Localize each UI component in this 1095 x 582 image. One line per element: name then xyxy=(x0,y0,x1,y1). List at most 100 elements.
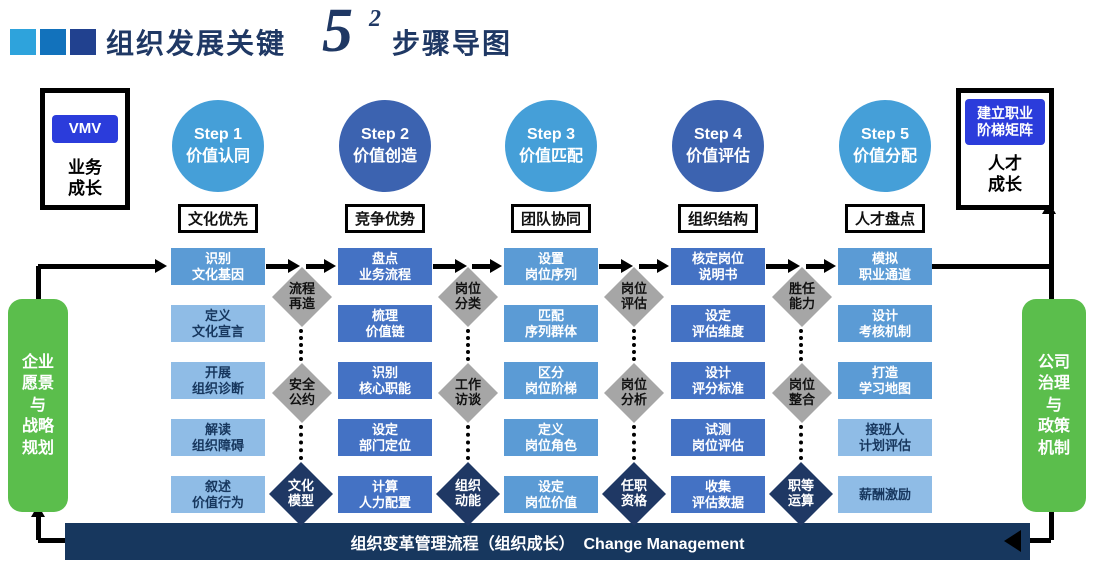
change-management-bar: 组织变革管理流程（组织成长） Change Management xyxy=(65,523,1030,560)
step4-task-1: 核定岗位 说明书 xyxy=(671,248,765,285)
gate-1-dotted-bottom xyxy=(299,425,303,460)
governance-policy-rail: 公司 治理 与 政策 机制 xyxy=(1022,299,1086,512)
gap2-arrow-head-b xyxy=(490,259,502,273)
gate-3-top-diamond: 岗位 评估 xyxy=(604,267,664,327)
step3-task-1: 设置 岗位序列 xyxy=(504,248,598,285)
gate-1-bottom-diamond: 文化 模型 xyxy=(269,462,333,526)
gap1-arrow-line-b xyxy=(306,264,324,269)
page-title-suffix: 步骤导图 xyxy=(392,28,513,59)
decor-square-2 xyxy=(40,29,66,55)
gate-4-dotted-top xyxy=(799,329,803,361)
step-5-theme-tag: 人才盘点 xyxy=(844,204,926,233)
step3-task-5: 设定 岗位价值 xyxy=(504,476,598,513)
step-2-value: 价值创造 xyxy=(352,148,417,165)
gate-2-top-diamond: 岗位 分类 xyxy=(438,267,498,327)
step-4-theme-tag: 组织结构 xyxy=(677,204,759,233)
bottom-right-down-line xyxy=(1049,512,1054,540)
bottom-left-line xyxy=(38,538,66,543)
gate-4-dotted-bottom xyxy=(799,425,803,460)
career-ladder-badge: 建立职业 阶梯矩阵 xyxy=(965,99,1045,145)
step5-task-3: 打造 学习地图 xyxy=(838,362,932,399)
gate-2-dotted-bottom xyxy=(466,425,470,460)
gate-4-middle-diamond: 岗位 整合 xyxy=(772,363,832,423)
gap4-arrow-head-a xyxy=(788,259,800,273)
gate-4-bottom-diamond: 职等 运算 xyxy=(769,462,833,526)
gap1-arrow-head-a xyxy=(288,259,300,273)
decor-square-3 xyxy=(70,29,96,55)
gap1-arrow-line-a xyxy=(266,264,288,269)
step-4-name: Step 4 xyxy=(693,125,742,143)
right-vertical-line xyxy=(1049,212,1054,300)
left-rail-up-line xyxy=(36,266,41,300)
step-3-name: Step 3 xyxy=(526,125,575,143)
step4-task-4: 试测 岗位评估 xyxy=(671,419,765,456)
step4-task-2: 设定 评估维度 xyxy=(671,305,765,342)
step-1-name: Step 1 xyxy=(193,125,242,143)
step1-task-1: 识别 文化基因 xyxy=(171,248,265,285)
title-exponent: 2 xyxy=(369,6,381,32)
step2-task-5: 计算 人力配置 xyxy=(338,476,432,513)
step-3-circle: Step 3 价值匹配 xyxy=(505,100,597,192)
gate-3-bottom-diamond: 任职 资格 xyxy=(602,462,666,526)
gate-4-top-diamond: 胜任 能力 xyxy=(772,267,832,327)
gap4-arrow-head-b xyxy=(824,259,836,273)
page-title-prefix: 组织发展关键 xyxy=(106,28,287,59)
step-5-circle: Step 5 价值分配 xyxy=(839,100,931,192)
step-2-name: Step 2 xyxy=(360,125,409,143)
step2-task-3: 识别 核心职能 xyxy=(338,362,432,399)
gate-2-middle-diamond: 工作 访谈 xyxy=(438,363,498,423)
bottom-right-line xyxy=(1021,538,1051,543)
step5-task-1: 模拟 职业通道 xyxy=(838,248,932,285)
gap2-arrow-head-a xyxy=(455,259,467,273)
gap3-arrow-head-b xyxy=(657,259,669,273)
talent-growth-label: 人才 成长 xyxy=(988,154,1022,195)
bottom-right-arrow-head xyxy=(1004,530,1021,552)
step5-task-4: 接班人 计划评估 xyxy=(838,419,932,456)
gate-3-dotted-bottom xyxy=(632,425,636,460)
step-2-theme-tag: 竞争优势 xyxy=(344,204,426,233)
gate-2-bottom-diamond: 组织 动能 xyxy=(436,462,500,526)
entry-arrow-line xyxy=(38,264,155,269)
decor-square-1 xyxy=(10,29,36,55)
step3-task-3: 区分 岗位阶梯 xyxy=(504,362,598,399)
step-1-theme-tag: 文化优先 xyxy=(177,204,259,233)
gate-1-dotted-top xyxy=(299,329,303,361)
step2-task-4: 设定 部门定位 xyxy=(338,419,432,456)
gap1-arrow-head-b xyxy=(324,259,336,273)
exit-arrow-line xyxy=(932,264,1051,269)
step-4-value: 价值评估 xyxy=(685,148,750,165)
gap3-arrow-line-b xyxy=(639,264,657,269)
step1-task-2: 定义 文化宣言 xyxy=(171,305,265,342)
step-1-circle: Step 1 价值认同 xyxy=(172,100,264,192)
gap3-arrow-line-a xyxy=(599,264,621,269)
step3-task-2: 匹配 序列群体 xyxy=(504,305,598,342)
gate-2-dotted-top xyxy=(466,329,470,361)
step-4-circle: Step 4 价值评估 xyxy=(672,100,764,192)
gate-3-dotted-top xyxy=(632,329,636,361)
gap3-arrow-head-a xyxy=(621,259,633,273)
step3-task-4: 定义 岗位角色 xyxy=(504,419,598,456)
step-5-value: 价值分配 xyxy=(852,148,917,165)
step1-task-4: 解读 组织障碍 xyxy=(171,419,265,456)
vision-strategy-rail: 企业 愿景 与 战略 规划 xyxy=(8,299,68,512)
vmv-badge: VMV xyxy=(52,115,118,143)
gap2-arrow-line-b xyxy=(472,264,490,269)
title-number: 5 xyxy=(322,0,353,65)
step1-task-5: 叙述 价值行为 xyxy=(171,476,265,513)
step-5-name: Step 5 xyxy=(860,125,909,143)
gate-3-middle-diamond: 岗位 分析 xyxy=(604,363,664,423)
step2-task-1: 盘点 业务流程 xyxy=(338,248,432,285)
step2-task-2: 梳理 价值链 xyxy=(338,305,432,342)
step4-task-5: 收集 评估数据 xyxy=(671,476,765,513)
gap4-arrow-line-a xyxy=(766,264,788,269)
change-management-label: 组织变革管理流程（组织成长） Change Management xyxy=(350,535,745,553)
step-2-circle: Step 2 价值创造 xyxy=(339,100,431,192)
step5-task-2: 设计 考核机制 xyxy=(838,305,932,342)
step4-task-3: 设计 评分标准 xyxy=(671,362,765,399)
gap2-arrow-line-a xyxy=(433,264,455,269)
business-growth-label: 业务 成长 xyxy=(68,158,102,199)
vmv-box: VMV 业务 成长 xyxy=(40,88,130,210)
entry-arrow-head xyxy=(155,259,167,273)
bottom-left-up-line xyxy=(36,516,41,540)
